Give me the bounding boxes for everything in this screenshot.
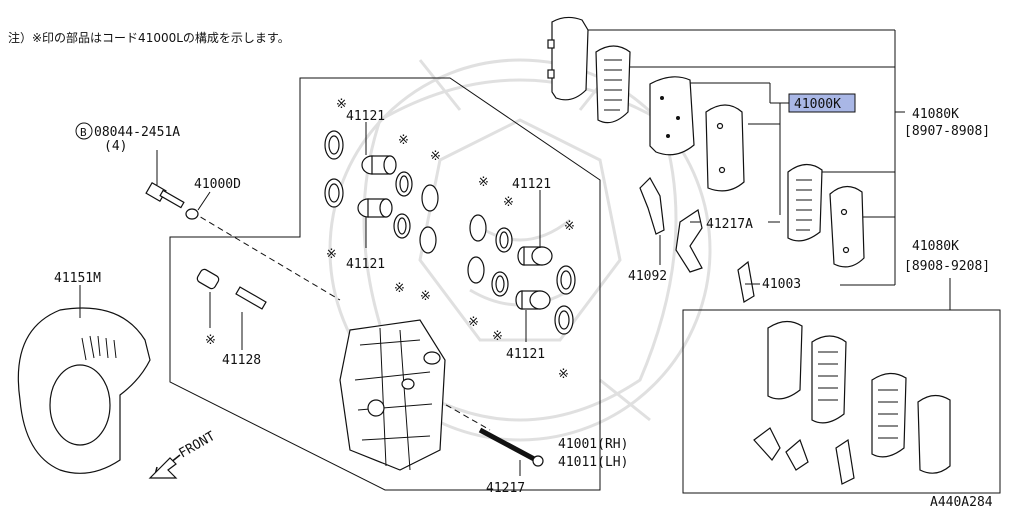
label-41000D: 41000D (194, 177, 241, 192)
bolt-08044 (145, 181, 185, 209)
label-41011: 41011(LH) (558, 455, 628, 470)
brake-pad-upper-1 (547, 16, 589, 101)
kit2-pads (753, 320, 951, 485)
piston-seals-left (324, 130, 439, 254)
shim-41092 (639, 177, 665, 235)
marker: ※ (468, 315, 479, 330)
label-08044-2451A: 08044-2451A (94, 125, 180, 140)
label-41121: 41121 (346, 257, 385, 272)
marker: ※ (558, 367, 569, 382)
leader-lines (79, 122, 760, 476)
dust-shield-41151M (17, 307, 151, 474)
brake-pad-upper-4 (829, 185, 865, 268)
bolt-axis (191, 211, 341, 301)
label-41080K-range: [8907-8908] (904, 124, 990, 139)
label-41092: 41092 (628, 269, 667, 284)
caliper-body (339, 319, 446, 471)
label-41128: 41128 (222, 353, 261, 368)
label-41151M: 41151M (54, 271, 101, 286)
anti-squeal-41003 (737, 260, 755, 303)
marker: ※ (478, 175, 489, 190)
washer-41000D (185, 208, 199, 220)
marker: ※ (492, 329, 503, 344)
label-41080K: 41080K (912, 239, 959, 254)
brake-pad-upper-2 (595, 45, 631, 124)
marker: ※ (430, 149, 441, 164)
kit-box-8908-9208 (682, 309, 1001, 494)
pin-41217 (478, 427, 544, 467)
label-41001: 41001(RH) (558, 437, 628, 452)
front-label: FRONT (177, 429, 219, 462)
bleeder-41128 (196, 268, 267, 310)
label-41217A: 41217A (706, 217, 753, 232)
piston-seals-right (467, 214, 576, 335)
highlight-41000K (788, 93, 856, 113)
shim-41217A (675, 209, 703, 273)
label-41080K-range: [8908-9208] (904, 259, 990, 274)
marker: ※ (336, 97, 347, 112)
note-text: 注）※印の部品はコード41000Lの構成を示します。 (8, 30, 290, 45)
label-41121: 41121 (506, 347, 545, 362)
brake-pad-upper-3 (787, 163, 823, 242)
label-41121: 41121 (512, 177, 551, 192)
caliper-kit-outline (169, 77, 601, 491)
label-41217: 41217 (486, 481, 525, 496)
label-41121: 41121 (346, 109, 385, 124)
marker: ※ (420, 289, 431, 304)
label-41003: 41003 (762, 277, 801, 292)
label-41080K: 41080K (912, 107, 959, 122)
marker: ※ (564, 219, 575, 234)
label-41000K: 41000K (794, 97, 841, 112)
marker: ※ (394, 281, 405, 296)
diagram-code: A440A284 (930, 495, 993, 510)
brake-pad-41000K-outer (649, 76, 695, 156)
marker: ※ (326, 247, 337, 262)
marker: ※ (503, 195, 514, 210)
front-arrow (148, 454, 181, 479)
bolt-ref-circle: B (80, 126, 87, 139)
marker: ※ (205, 333, 216, 348)
group-41080K-bracket (583, 29, 905, 286)
marker: ※ (398, 133, 409, 148)
brake-pad-41000K-inner (705, 104, 745, 192)
asterisk-markers: ※ ※ ※ ※ ※ ※ ※ ※ ※ ※ ※ ※ ※ (205, 97, 575, 382)
label-bolt-qty: (4) (104, 139, 127, 154)
